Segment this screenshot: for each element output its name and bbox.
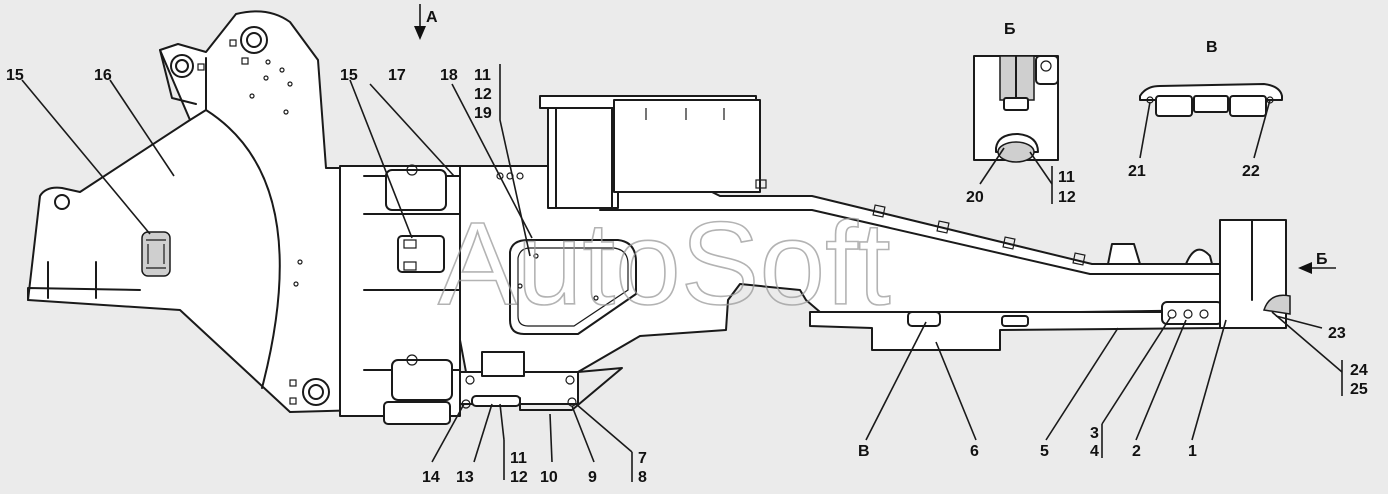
callout-12-top: 12 [474,86,492,103]
view-label-v-detail: В [1206,39,1218,56]
view-arrow-a [414,4,426,40]
callout-22: 22 [1242,163,1260,180]
callout-19: 19 [474,105,492,122]
callout-12-detail: 12 [1058,189,1076,206]
callout-17: 17 [388,67,406,84]
callout-11-top: 11 [474,67,491,84]
callout-3: 3 [1090,425,1099,442]
callout-12-bottom: 12 [510,469,528,486]
callout-11-bottom: 11 [510,450,527,467]
callout-18: 18 [440,67,458,84]
leader-lines [21,64,1343,482]
rear-frame [27,10,365,413]
view-arrow-b [1298,262,1336,274]
watermark-text: AutoSoft [438,198,891,330]
callout-25: 25 [1350,381,1368,398]
callout-13: 13 [456,469,474,486]
callout-6: 6 [970,443,979,460]
callout-7: 7 [638,450,647,467]
callout-4: 4 [1090,443,1099,460]
callout-21: 21 [1128,163,1146,180]
callout-5: 5 [1040,443,1049,460]
bottom-pad [459,351,623,411]
right-end [1219,219,1291,329]
callout-11-detail: 11 [1058,169,1075,186]
callout-10: 10 [540,469,558,486]
callout-23: 23 [1328,325,1346,342]
callout-16: 16 [94,67,112,84]
callout-15-left: 15 [6,67,24,84]
view-label-b-detail: Б [1004,21,1016,38]
view-label-b-arrow: Б [1316,251,1328,268]
callout-20: 20 [966,189,984,206]
detail-view-v [1139,83,1283,117]
detail-view-b [973,55,1059,163]
callout-1: 1 [1188,443,1197,460]
callout-24: 24 [1350,362,1368,379]
callout-2: 2 [1132,443,1141,460]
top-box [539,95,767,209]
callout-8: 8 [638,469,647,486]
callout-14: 14 [422,469,440,486]
view-label-v-callout: В [858,443,870,460]
view-label-a: А [426,9,438,26]
callout-9: 9 [588,469,597,486]
callout-15-middle: 15 [340,67,358,84]
